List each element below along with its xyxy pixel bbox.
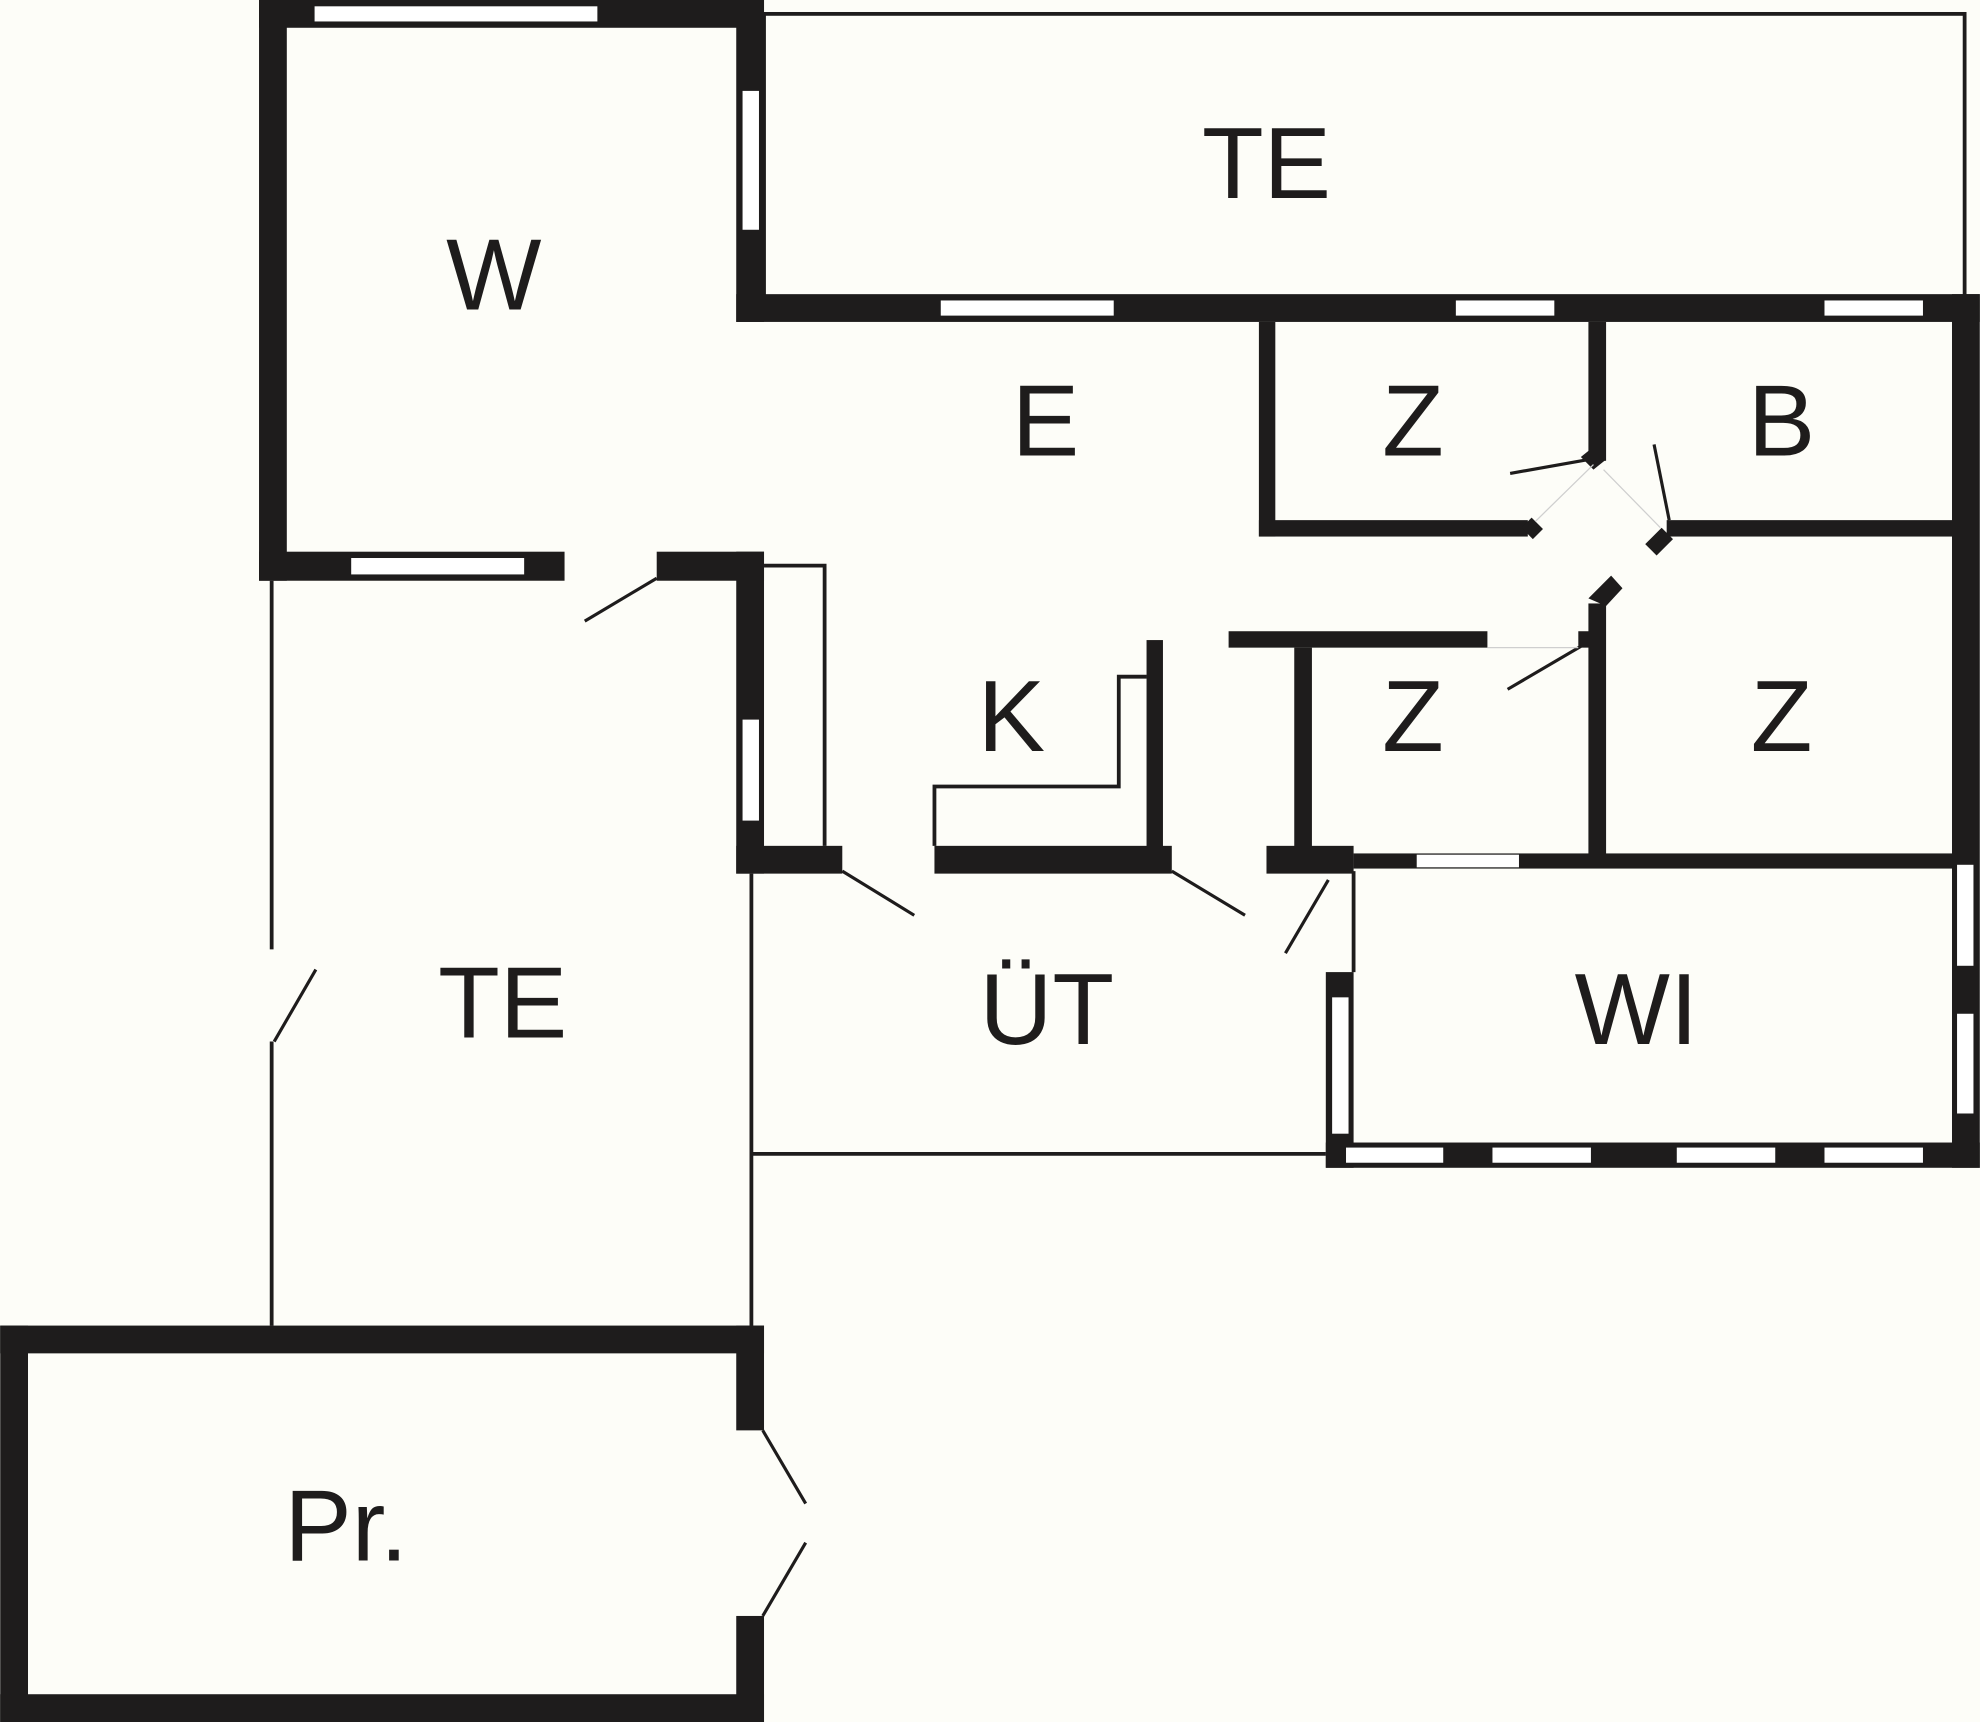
room-label-w: W [446,219,541,331]
room-label-pr: Pr. [284,1470,407,1582]
room-label-wi: WI [1575,954,1698,1066]
windows [314,6,1974,1163]
room-label-e: E [1012,366,1079,478]
room-labels: TE W E Z B K Z Z TE ÜT WI Pr. [284,108,1815,1582]
room-label-z-mid: Z [1382,661,1444,773]
room-label-z-top: Z [1382,366,1444,478]
room-label-ut: ÜT [979,954,1114,1066]
room-label-b: B [1748,366,1815,478]
room-label-k: K [978,661,1045,773]
room-label-te-top: TE [1202,108,1331,220]
thin-lines [269,563,1356,1326]
room-label-z-right: Z [1751,661,1813,773]
door-swings [272,444,1671,1617]
room-label-te-left: TE [438,948,567,1060]
